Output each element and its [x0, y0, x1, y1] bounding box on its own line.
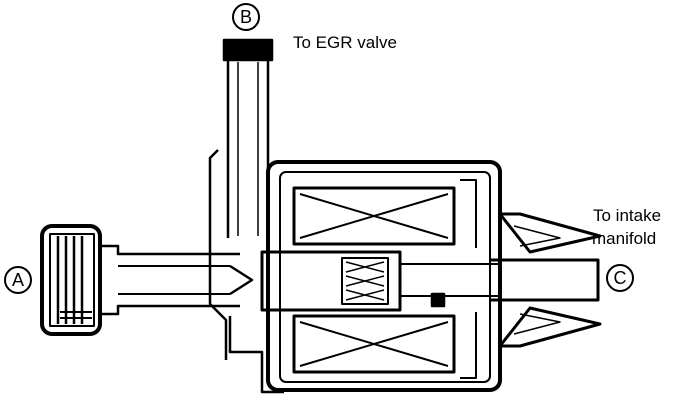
port-a-passage: [118, 264, 254, 296]
intake-label-line2: manifold: [592, 229, 657, 248]
port-c-nozzle: [490, 212, 602, 348]
port-c-marker: C: [606, 264, 634, 292]
upper-coil: [292, 179, 477, 248]
mounting-flange: [228, 292, 446, 394]
lower-coil: [292, 312, 477, 379]
port-a-marker: A: [4, 266, 32, 294]
port-b-marker: B: [232, 3, 260, 31]
port-b-tube: [208, 38, 274, 360]
intake-label-line1: To intake: [593, 206, 662, 225]
solenoid-housing: [266, 160, 502, 392]
plunger-core: [260, 250, 500, 312]
egr-valve-label: To EGR valve: [293, 33, 397, 52]
port-a-filter-cap: [40, 224, 240, 336]
